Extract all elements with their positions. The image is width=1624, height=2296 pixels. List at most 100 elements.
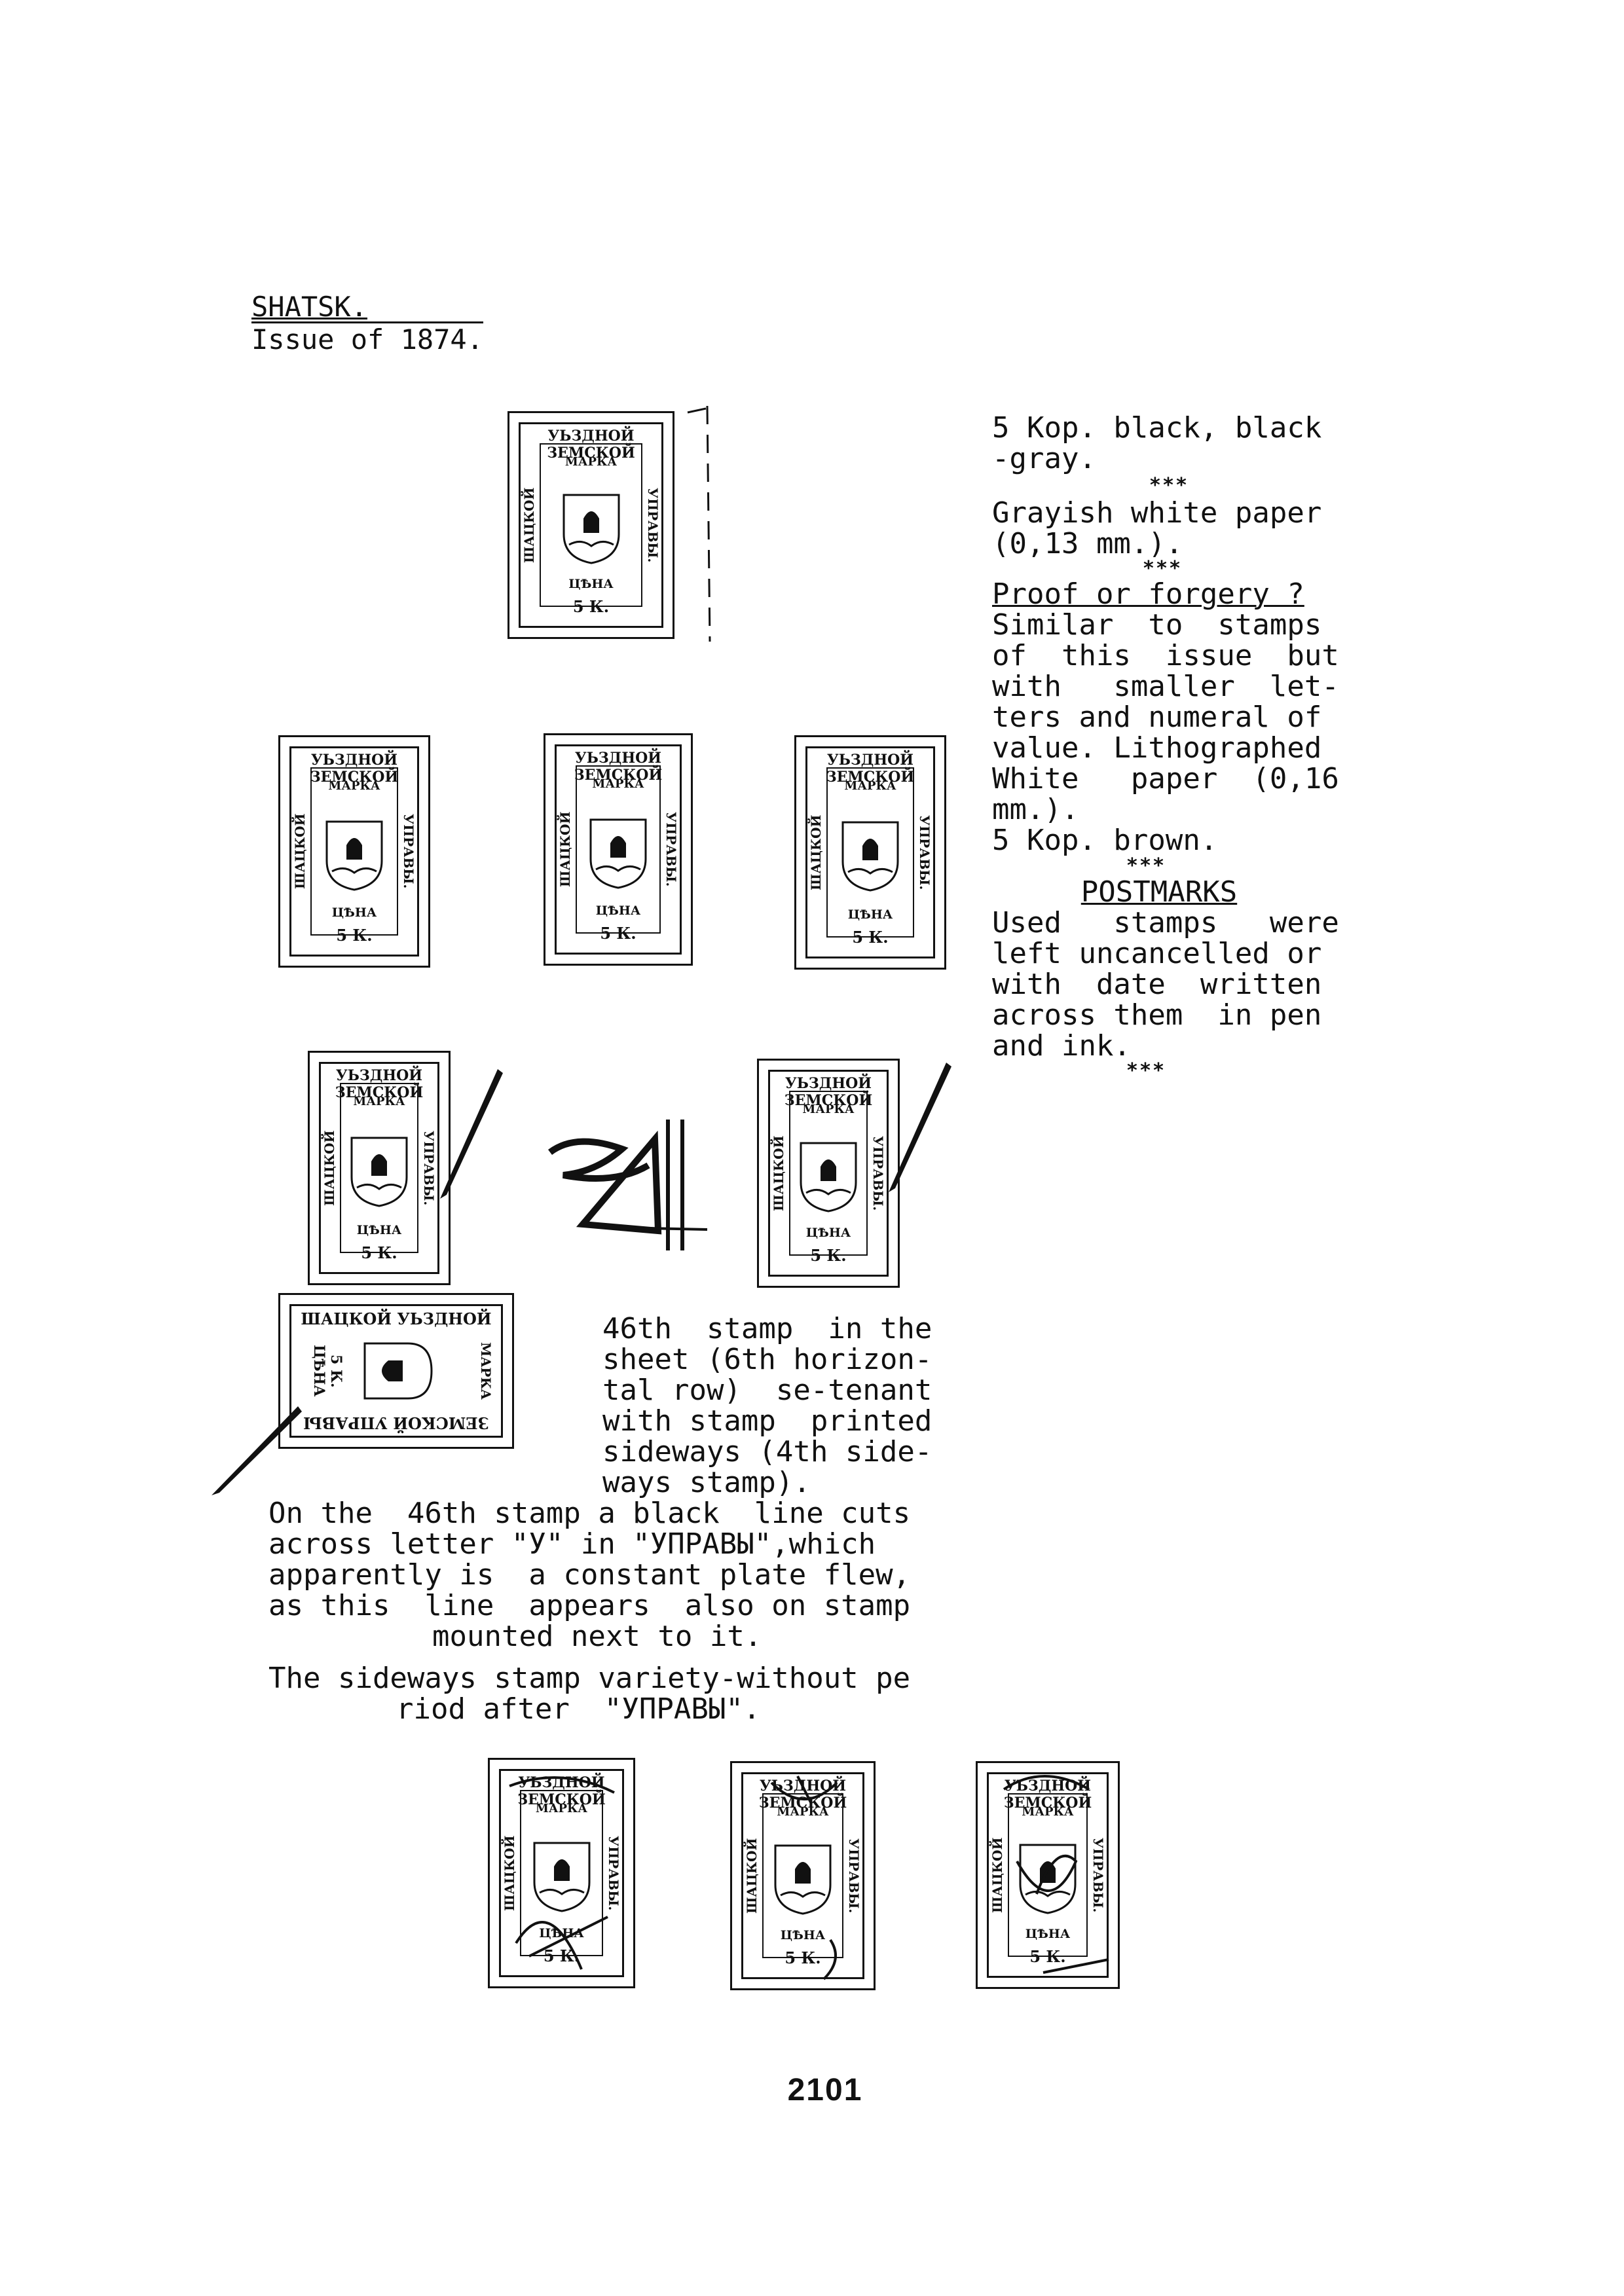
stamp-marka: МАРКА xyxy=(353,1095,405,1108)
postmarks-line: left uncancelled or xyxy=(992,937,1322,970)
separator-stars: *** xyxy=(1126,854,1166,877)
paragraph-line: across letter "У" in "УПРАВЫ",which xyxy=(268,1527,876,1561)
coat-of-arms-icon xyxy=(363,1342,433,1400)
right-column: 5 Kop. black, black -gray. *** Grayish w… xyxy=(992,412,1346,1081)
note-line: 46th stamp in the xyxy=(602,1312,932,1345)
stamp-price: ЦѢНА xyxy=(331,905,377,920)
note-line: with stamp printed xyxy=(602,1404,932,1438)
stamp-value: 5 К. xyxy=(600,924,637,943)
desc-line-1: 5 Kop. black, black xyxy=(992,411,1322,445)
stamp-value: 5 К. xyxy=(784,1948,821,1967)
stamp-marka: МАРКА xyxy=(535,1802,588,1815)
stamp-top-text: УЬЗДНОЙ ЗЕМСКОЙ xyxy=(310,752,399,786)
sideways-price: ЦѢНА xyxy=(310,1345,327,1397)
paragraph-line: The sideways stamp variety-without pe xyxy=(268,1662,911,1695)
sideways-top-text: ШАЦКОЙ УЬЗДНОЙ xyxy=(301,1309,492,1328)
stamp-image: УЬЗДНОЙ ЗЕМСКОЙ МАРКА ШАЦКОЙ УПРАВЫ. ЦѢН… xyxy=(730,1761,876,1990)
stamp-image-sideways: ШАЦКОЙ УЬЗДНОЙ ЗЕМСКОЙ УПРАВЫ 5 К. ЦѢНА … xyxy=(278,1293,514,1449)
stamp-right-text: УПРАВЫ. xyxy=(663,812,679,887)
paragraph-line: riod after "УПРАВЫ". xyxy=(396,1692,761,1726)
postmark-scribble xyxy=(509,1776,615,1970)
paragraph-sideways: The sideways stamp variety-without pe ri… xyxy=(268,1663,910,1724)
arrow-pointer-icon xyxy=(440,1069,503,1199)
proof-heading: Proof or forgery ? xyxy=(992,577,1304,611)
stamp-image-next: УЬЗДНОЙ ЗЕМСКОЙ МАРКА ШАЦКОЙ УПРАВЫ. ЦѢН… xyxy=(757,1059,900,1288)
stamp-image: УЬЗДНОЙ ЗЕМСКОЙ МАРКА ШАЦКОЙ УПРАВЫ. ЦѢН… xyxy=(976,1761,1120,1989)
note-line: sideways (4th side- xyxy=(602,1435,932,1468)
proof-line: mm.). xyxy=(992,793,1079,826)
stamp-price: ЦѢНА xyxy=(1025,1927,1071,1941)
coat-of-arms-icon xyxy=(841,821,899,892)
postmarks-heading: POSTMARKS xyxy=(1080,875,1238,909)
stamp-right-text: УПРАВЫ. xyxy=(401,814,416,889)
sideways-marka: МАРКА xyxy=(478,1342,494,1400)
stamp-value: 5 К. xyxy=(1029,1947,1066,1966)
paragraph-line: mounted next to it. xyxy=(432,1620,762,1653)
stamp-top-text: УЬЗДНОЙ ЗЕМСКОЙ xyxy=(335,1067,424,1101)
proof-line: 5 Kop. brown. xyxy=(992,824,1218,857)
stamp-marka: МАРКА xyxy=(328,779,380,793)
stamp-image: УЬЗДНОЙ ЗЕМСКОЙ МАРКА ШАЦКОЙ УПРАВЫ. ЦѢН… xyxy=(794,735,946,970)
stamp-value: 5 К. xyxy=(852,928,889,947)
stamp-right-text: УПРАВЫ. xyxy=(421,1130,437,1206)
postmark-scribble xyxy=(770,1776,838,1980)
separator-stars: *** xyxy=(1142,557,1183,580)
pen-mark-icon xyxy=(548,1120,708,1250)
note-line: tal row) se-tenant xyxy=(602,1374,932,1407)
stamp-marka: МАРКА xyxy=(777,1805,829,1819)
stamp-right-text: УПРАВЫ. xyxy=(917,814,932,890)
proof-line: ters and numeral of xyxy=(992,701,1322,734)
heading-title: SHATSK. xyxy=(251,291,368,323)
stamp-marka: МАРКА xyxy=(564,455,618,469)
stamp-top-text: УЬЗДНОЙ ЗЕМСКОЙ xyxy=(547,428,635,462)
stamp-image: УЬЗДНОЙ ЗЕМСКОЙ МАРКА ШАЦКОЙ УПРАВЫ. ЦѢН… xyxy=(278,735,430,968)
perforation-line xyxy=(687,405,711,642)
proof-line: Similar to stamps xyxy=(992,608,1322,642)
postmark-scribble xyxy=(1003,1775,1109,1974)
stamp-left-text: ШАЦКОЙ xyxy=(292,813,308,890)
paper-line-2: (0,13 mm.). xyxy=(992,527,1183,560)
stamp-price: ЦѢНА xyxy=(780,1928,826,1942)
stamp-marka: МАРКА xyxy=(1022,1805,1074,1819)
separator-stars: *** xyxy=(1126,1059,1166,1082)
coat-of-arms-icon xyxy=(800,1142,857,1212)
stamp-right-text: УПРАВЫ. xyxy=(606,1835,621,1911)
coat-of-arms-icon xyxy=(533,1842,590,1912)
sideways-value: 5 К. xyxy=(327,1354,344,1388)
stamp-marka: МАРКА xyxy=(844,779,896,793)
page-heading: SHATSK. Issue of 1874. xyxy=(251,291,483,356)
stamp-price: ЦѢНА xyxy=(595,903,641,918)
stamp-left-text: ШАЦКОЙ xyxy=(771,1135,786,1211)
stamp-marka: МАРКА xyxy=(802,1102,855,1116)
stamp-right-text: УПРАВЫ. xyxy=(846,1838,862,1914)
paragraph-line: as this line appears also on stamp xyxy=(268,1589,911,1622)
stamp-top-text: УЬЗДНОЙ ЗЕМСКОЙ xyxy=(574,750,663,784)
stamp-top-text: УЬЗДНОЙ ЗЕМСКОЙ xyxy=(1003,1777,1092,1812)
stamp-value: 5 К. xyxy=(572,597,610,616)
desc-line-2: -gray. xyxy=(992,442,1096,475)
stamp-left-text: ШАЦКОЙ xyxy=(322,1130,337,1206)
stamp-marka: МАРКА xyxy=(592,777,644,791)
proof-line: with smaller let- xyxy=(992,670,1339,703)
stamp-price: ЦѢНА xyxy=(568,577,614,591)
postmarks-line: and ink. xyxy=(992,1029,1131,1063)
separator-stars: *** xyxy=(1149,474,1189,497)
sideways-bottom-text: ЗЕМСКОЙ УПРАВЫ xyxy=(303,1413,489,1432)
coat-of-arms-icon xyxy=(563,494,619,564)
stamp-image-46th: УЬЗДНОЙ ЗЕМСКОЙ МАРКА ШАЦКОЙ УПРАВЫ. ЦѢН… xyxy=(308,1051,451,1285)
proof-line: White paper (0,16 xyxy=(992,762,1339,795)
stamp-value: 5 К. xyxy=(361,1243,397,1262)
coat-of-arms-icon xyxy=(774,1844,832,1915)
proof-line: value. Lithographed xyxy=(992,731,1322,765)
paper-line-1: Grayish white paper xyxy=(992,496,1322,530)
stamp-value: 5 К. xyxy=(810,1246,847,1265)
stamp-price: ЦѢНА xyxy=(356,1223,402,1237)
note-line: sheet (6th horizon- xyxy=(602,1343,932,1376)
stamp-top-text: УЬЗДНОЙ ЗЕМСКОЙ xyxy=(826,752,915,786)
stamp-left-text: ШАЦКОЙ xyxy=(808,814,824,890)
arrow-pointer-icon xyxy=(212,1406,302,1495)
paragraph-line: apparently is a constant plate flew, xyxy=(268,1558,911,1592)
stamp-right-text: УПРАВЫ. xyxy=(645,487,661,563)
coat-of-arms-icon xyxy=(325,820,383,891)
stamp-value: 5 К. xyxy=(336,926,373,945)
